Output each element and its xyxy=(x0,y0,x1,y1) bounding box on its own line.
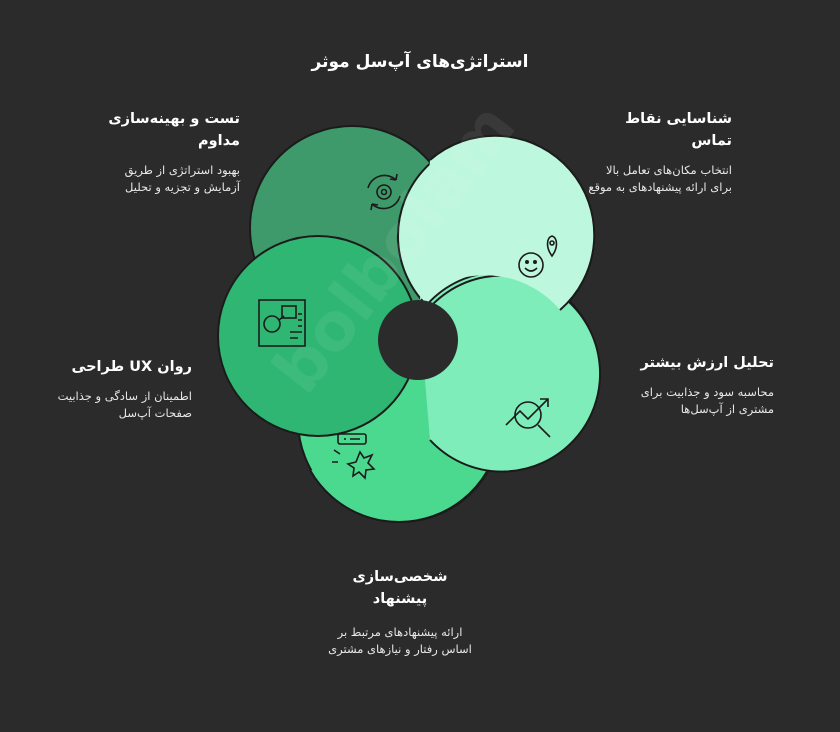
block-bottom: شخصی‌سازی پیشنهاد ارائه پیشنهادهای مرتبط… xyxy=(320,566,480,658)
center-hole xyxy=(378,300,458,380)
ui-layout-icon xyxy=(258,299,306,347)
chart-magnifier-icon xyxy=(505,398,551,438)
smiley-location-icon xyxy=(518,235,558,278)
heading-personalization: شخصی‌سازی پیشنهاد xyxy=(352,569,448,607)
block-left: روان UX طراحی اطمینان از سادگی و جذابیت … xyxy=(42,356,192,422)
heading-touchpoints: شناسایی نقاط تماس xyxy=(625,111,732,149)
desc-ux: اطمینان از سادگی و جذابیت صفحات آپ‌سل xyxy=(57,389,192,420)
block-top-left: تست و بهینه‌سازی مداوم بهبود استراتژی از… xyxy=(80,108,240,196)
block-top-right: شناسایی نقاط تماس انتخاب مکان‌های تعامل … xyxy=(582,108,732,196)
desc-touchpoints: انتخاب مکان‌های تعامل بالا برای ارائه پی… xyxy=(588,163,732,194)
desc-value-analysis: محاسبه سود و جذابیت برای مشتری از آپ‌سل‌… xyxy=(640,385,774,416)
gear-refresh-icon xyxy=(367,173,401,211)
click-burst-icon xyxy=(332,433,376,480)
desc-personalization: ارائه پیشنهادهای مرتبط بر اساس رفتار و ن… xyxy=(328,625,472,656)
desc-continuous-testing: بهبود استراتژی از طریق آزمایش و تجزیه و … xyxy=(124,163,240,194)
heading-continuous-testing: تست و بهینه‌سازی مداوم xyxy=(108,111,240,149)
heading-value-analysis: تحلیل ارزش بیشتر xyxy=(640,355,774,371)
block-right: تحلیل ارزش بیشتر محاسبه سود و جذابیت برا… xyxy=(624,352,774,418)
page-title: استراتژی‌های آپ‌سل موثر xyxy=(311,52,529,72)
heading-ux: روان UX طراحی xyxy=(71,359,192,375)
